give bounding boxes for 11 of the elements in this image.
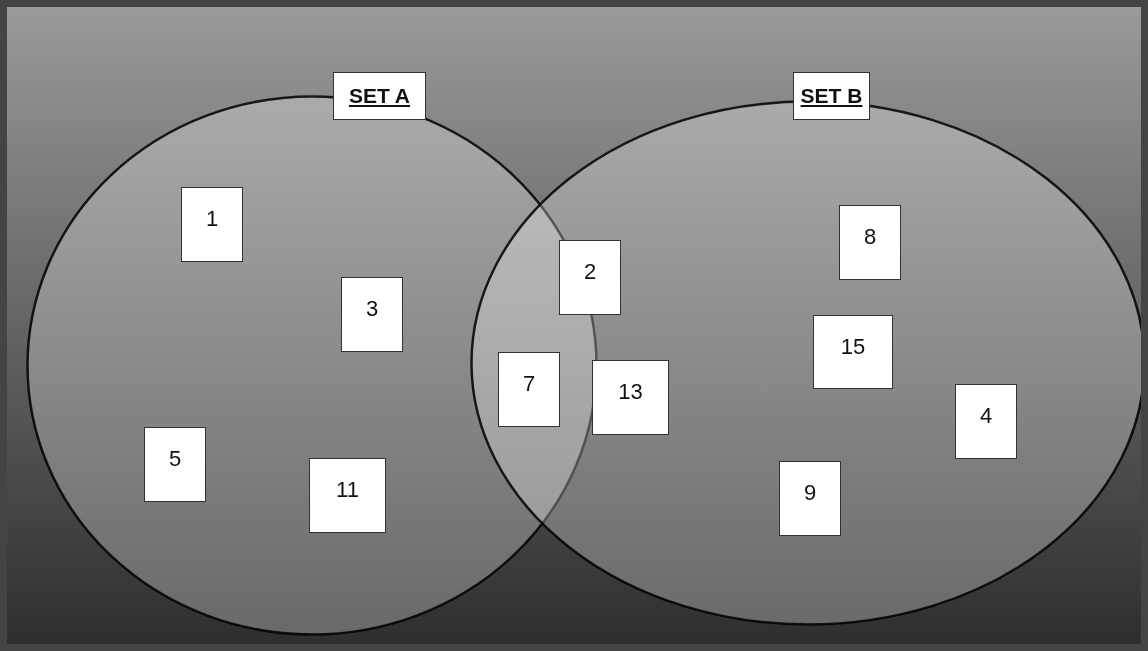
number-card: 5	[144, 427, 206, 502]
number-card: 9	[779, 461, 841, 536]
set-label: SET B	[793, 72, 870, 120]
number-card: 3	[341, 277, 403, 352]
number-card: 7	[498, 352, 560, 427]
number-card: 11	[309, 458, 386, 533]
number-card: 8	[839, 205, 901, 280]
set-label: SET A	[333, 72, 426, 120]
number-card: 15	[813, 315, 893, 389]
number-card: 1	[181, 187, 243, 262]
number-card: 4	[955, 384, 1017, 459]
